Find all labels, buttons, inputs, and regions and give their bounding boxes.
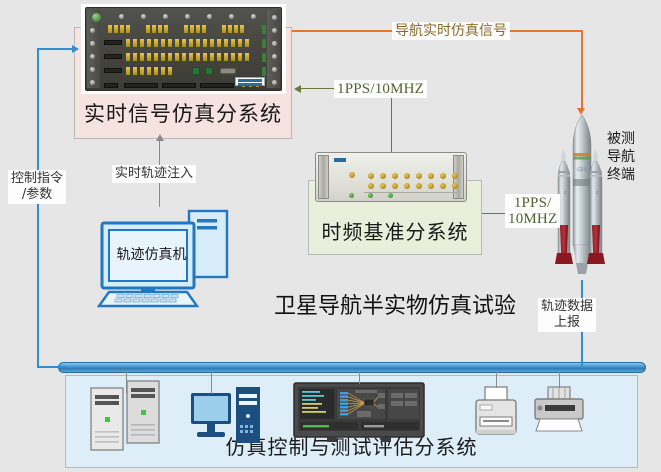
rf-connector xyxy=(452,183,458,189)
rack-screw xyxy=(272,15,277,20)
line-control-command-horizontal xyxy=(37,48,75,50)
device-trajectory-simulator-laptop: 轨迹仿真机 xyxy=(97,205,230,310)
device-printer xyxy=(472,386,520,442)
rack-screw xyxy=(163,14,168,19)
label-line: /参数 xyxy=(21,187,53,202)
svg-text:CZ: CZ xyxy=(595,191,599,195)
rack-screw xyxy=(229,14,234,19)
line-nav-signal-vertical xyxy=(581,30,583,110)
line-bus-drop xyxy=(126,372,128,394)
rack-screw xyxy=(272,67,277,72)
panel-title-time-frequency-reference: 时频基准分系统 xyxy=(321,220,469,244)
label-line: 10MHZ xyxy=(508,211,558,227)
panel-title-simulation-control-evaluation: 仿真控制与测试评估分系统 xyxy=(225,435,478,459)
line-bus-drop xyxy=(559,372,561,388)
rack-screw xyxy=(185,14,190,19)
rf-connector xyxy=(452,173,458,179)
rack-screw xyxy=(207,14,212,19)
arrowhead-trajectory-injection xyxy=(156,134,164,141)
rack-screw xyxy=(272,80,277,85)
rack-screw xyxy=(90,41,95,46)
chassis-side-text xyxy=(256,16,265,50)
rack-screw xyxy=(90,80,95,85)
label-pps-10mhz-right: 1PPS/ 10MHZ xyxy=(505,194,561,228)
trajectory-simulator-label: 轨迹仿真机 xyxy=(116,247,187,263)
label-line: 轨迹数据 xyxy=(541,299,594,314)
label-line: 控制指令 xyxy=(11,171,64,186)
device-server-tower xyxy=(126,380,160,444)
connector-row xyxy=(104,53,266,64)
rack-screw xyxy=(90,54,95,59)
ethernet-port-icon xyxy=(192,67,200,75)
connector-row xyxy=(104,39,266,50)
arrowhead-nav-signal xyxy=(577,108,585,115)
panel-title-realtime-signal-simulation: 实时信号仿真分系统 xyxy=(84,102,282,126)
svg-text:CZ: CZ xyxy=(563,191,567,195)
label-line: 导航 xyxy=(607,149,635,165)
ethernet-port-icon xyxy=(205,67,213,75)
svg-text:CZ-5: CZ-5 xyxy=(577,167,587,172)
line-bus-drop xyxy=(211,372,213,394)
arrowhead-pps-top xyxy=(294,85,301,93)
diagram-main-title: 卫星导航半实物仿真试验 xyxy=(273,294,516,319)
device-printer xyxy=(531,386,587,442)
connector-row xyxy=(104,25,266,36)
line-control-command-to-bus xyxy=(37,366,67,368)
power-led-icon xyxy=(92,13,101,22)
label-line: 1PPS/ xyxy=(513,195,552,211)
rack-screw xyxy=(90,67,95,72)
arrowhead-control-command xyxy=(72,45,79,53)
device-rack-time-frequency-reference xyxy=(315,152,467,202)
label-line: 被测 xyxy=(607,131,635,147)
rack-screw xyxy=(90,28,95,33)
system-bus-bar xyxy=(58,362,646,373)
rack-screw xyxy=(119,14,124,19)
lock-led-icon xyxy=(368,193,373,198)
device-server-tower xyxy=(90,387,124,451)
rack-chassis-body xyxy=(85,7,282,91)
label-trajectory-injection: 实时轨迹注入 xyxy=(112,165,197,183)
line-bus-drop xyxy=(496,372,498,388)
label-line: 上报 xyxy=(554,315,581,330)
dsub-port-icon xyxy=(220,68,236,74)
rack-screw xyxy=(251,14,256,19)
line-control-command-vertical xyxy=(37,48,39,368)
chassis-label-badge xyxy=(235,77,265,86)
label-pps-10mhz-top: 1PPS/10MHZ xyxy=(334,80,428,98)
device-workstation-tower xyxy=(235,386,261,444)
device-rack-signal-simulator xyxy=(81,4,286,94)
navigation-terminal-label: 被测 导航 终端 xyxy=(607,130,655,184)
label-line: 终端 xyxy=(607,167,635,183)
device-operator-console-display xyxy=(293,382,425,444)
brand-logo-icon xyxy=(334,158,346,162)
power-led-icon xyxy=(349,193,354,198)
rack-ear-right xyxy=(267,10,280,88)
rack-screw xyxy=(272,54,277,59)
label-control-command: 控制指令 /参数 xyxy=(8,170,67,204)
line-bus-drop xyxy=(359,372,361,384)
rack-ear-left xyxy=(318,155,329,199)
device-navigation-terminal-rocket: CZ-5 CZ CZ xyxy=(551,113,613,288)
rack-screw xyxy=(272,41,277,46)
rack-screw xyxy=(141,14,146,19)
indicator-connector xyxy=(349,172,355,178)
label-nav-realtime-signal: 导航实时仿真信号 xyxy=(392,22,510,40)
line-pps-top-vertical xyxy=(391,88,393,152)
connector-row-io xyxy=(104,67,266,78)
label-trajectory-data-report: 轨迹数据 上报 xyxy=(538,298,597,332)
rack-screw xyxy=(272,28,277,33)
device-desktop-monitor xyxy=(190,392,232,442)
gps-led-icon xyxy=(388,193,393,198)
